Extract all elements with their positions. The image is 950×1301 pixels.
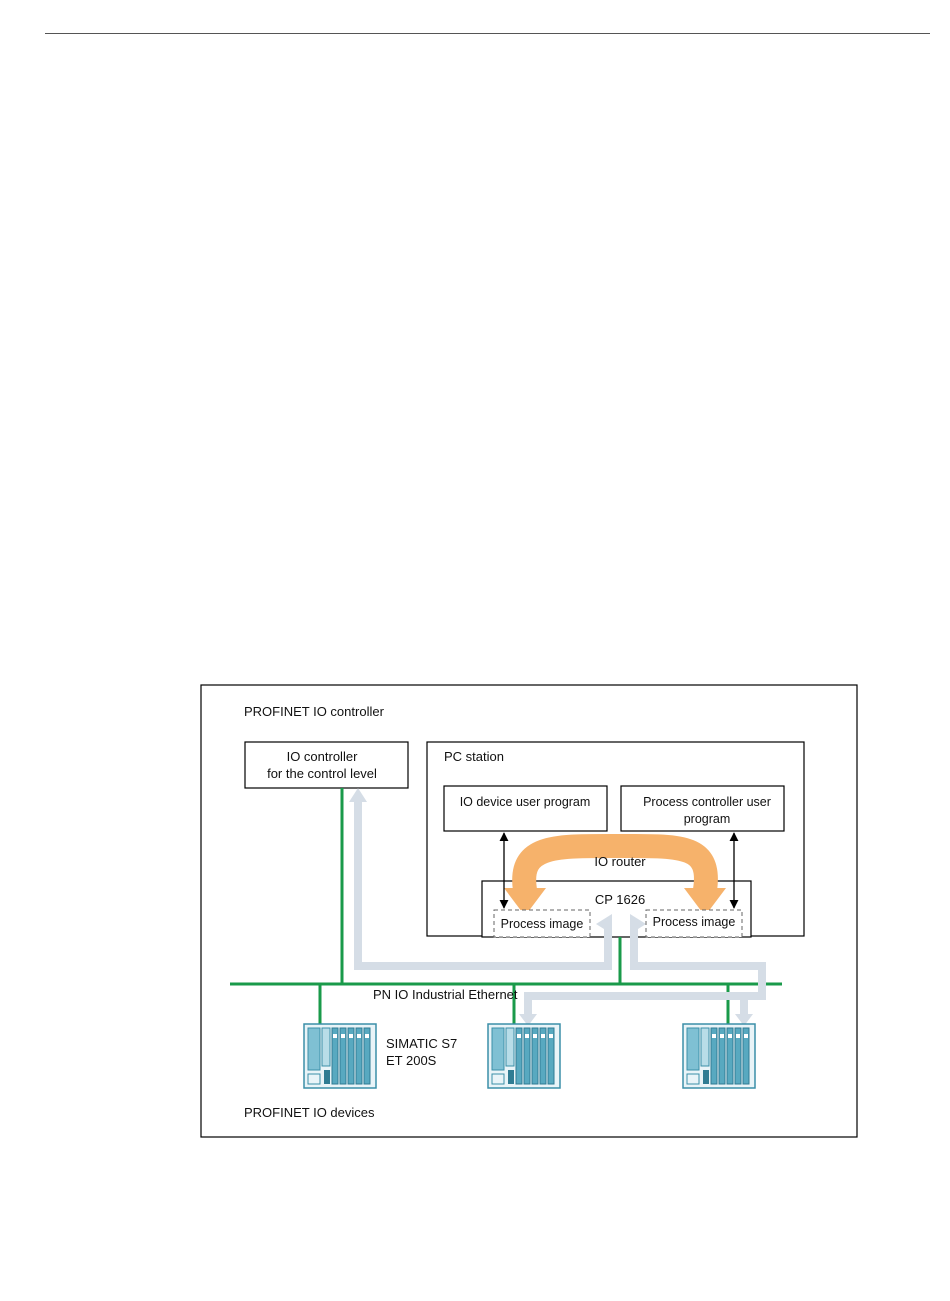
process-controller-box: Process controller user program	[621, 786, 784, 831]
process-image-right: Process image	[646, 910, 742, 937]
io-controller-line1: IO controller	[287, 749, 358, 764]
io-controller-box: IO controller for the control level	[245, 742, 408, 788]
process-controller-line1: Process controller user	[643, 795, 771, 809]
process-image-left-label: Process image	[501, 917, 584, 931]
process-image-right-label: Process image	[653, 915, 736, 929]
process-image-left: Process image	[494, 910, 590, 937]
device-icon-2	[488, 1024, 560, 1088]
io-router-label: IO router	[594, 854, 646, 869]
pc-station-label: PC station	[444, 749, 504, 764]
profinet-diagram: PROFINET IO controller IO controller for…	[200, 684, 860, 1144]
io-device-program-label: IO device user program	[460, 795, 591, 809]
cp-label: CP 1626	[595, 892, 645, 907]
controller-area-label: PROFINET IO controller	[244, 704, 385, 719]
device-icon-1	[304, 1024, 376, 1088]
devices-area-label: PROFINET IO devices	[244, 1105, 375, 1120]
device-icon-3	[683, 1024, 755, 1088]
io-device-program-box: IO device user program	[444, 786, 607, 831]
device-label-line1: SIMATIC S7	[386, 1036, 457, 1051]
io-controller-line2: for the control level	[267, 766, 377, 781]
header-rule	[45, 33, 930, 34]
device-label-line2: ET 200S	[386, 1053, 437, 1068]
process-controller-line2: program	[684, 812, 731, 826]
network-label: PN IO Industrial Ethernet	[373, 987, 518, 1002]
